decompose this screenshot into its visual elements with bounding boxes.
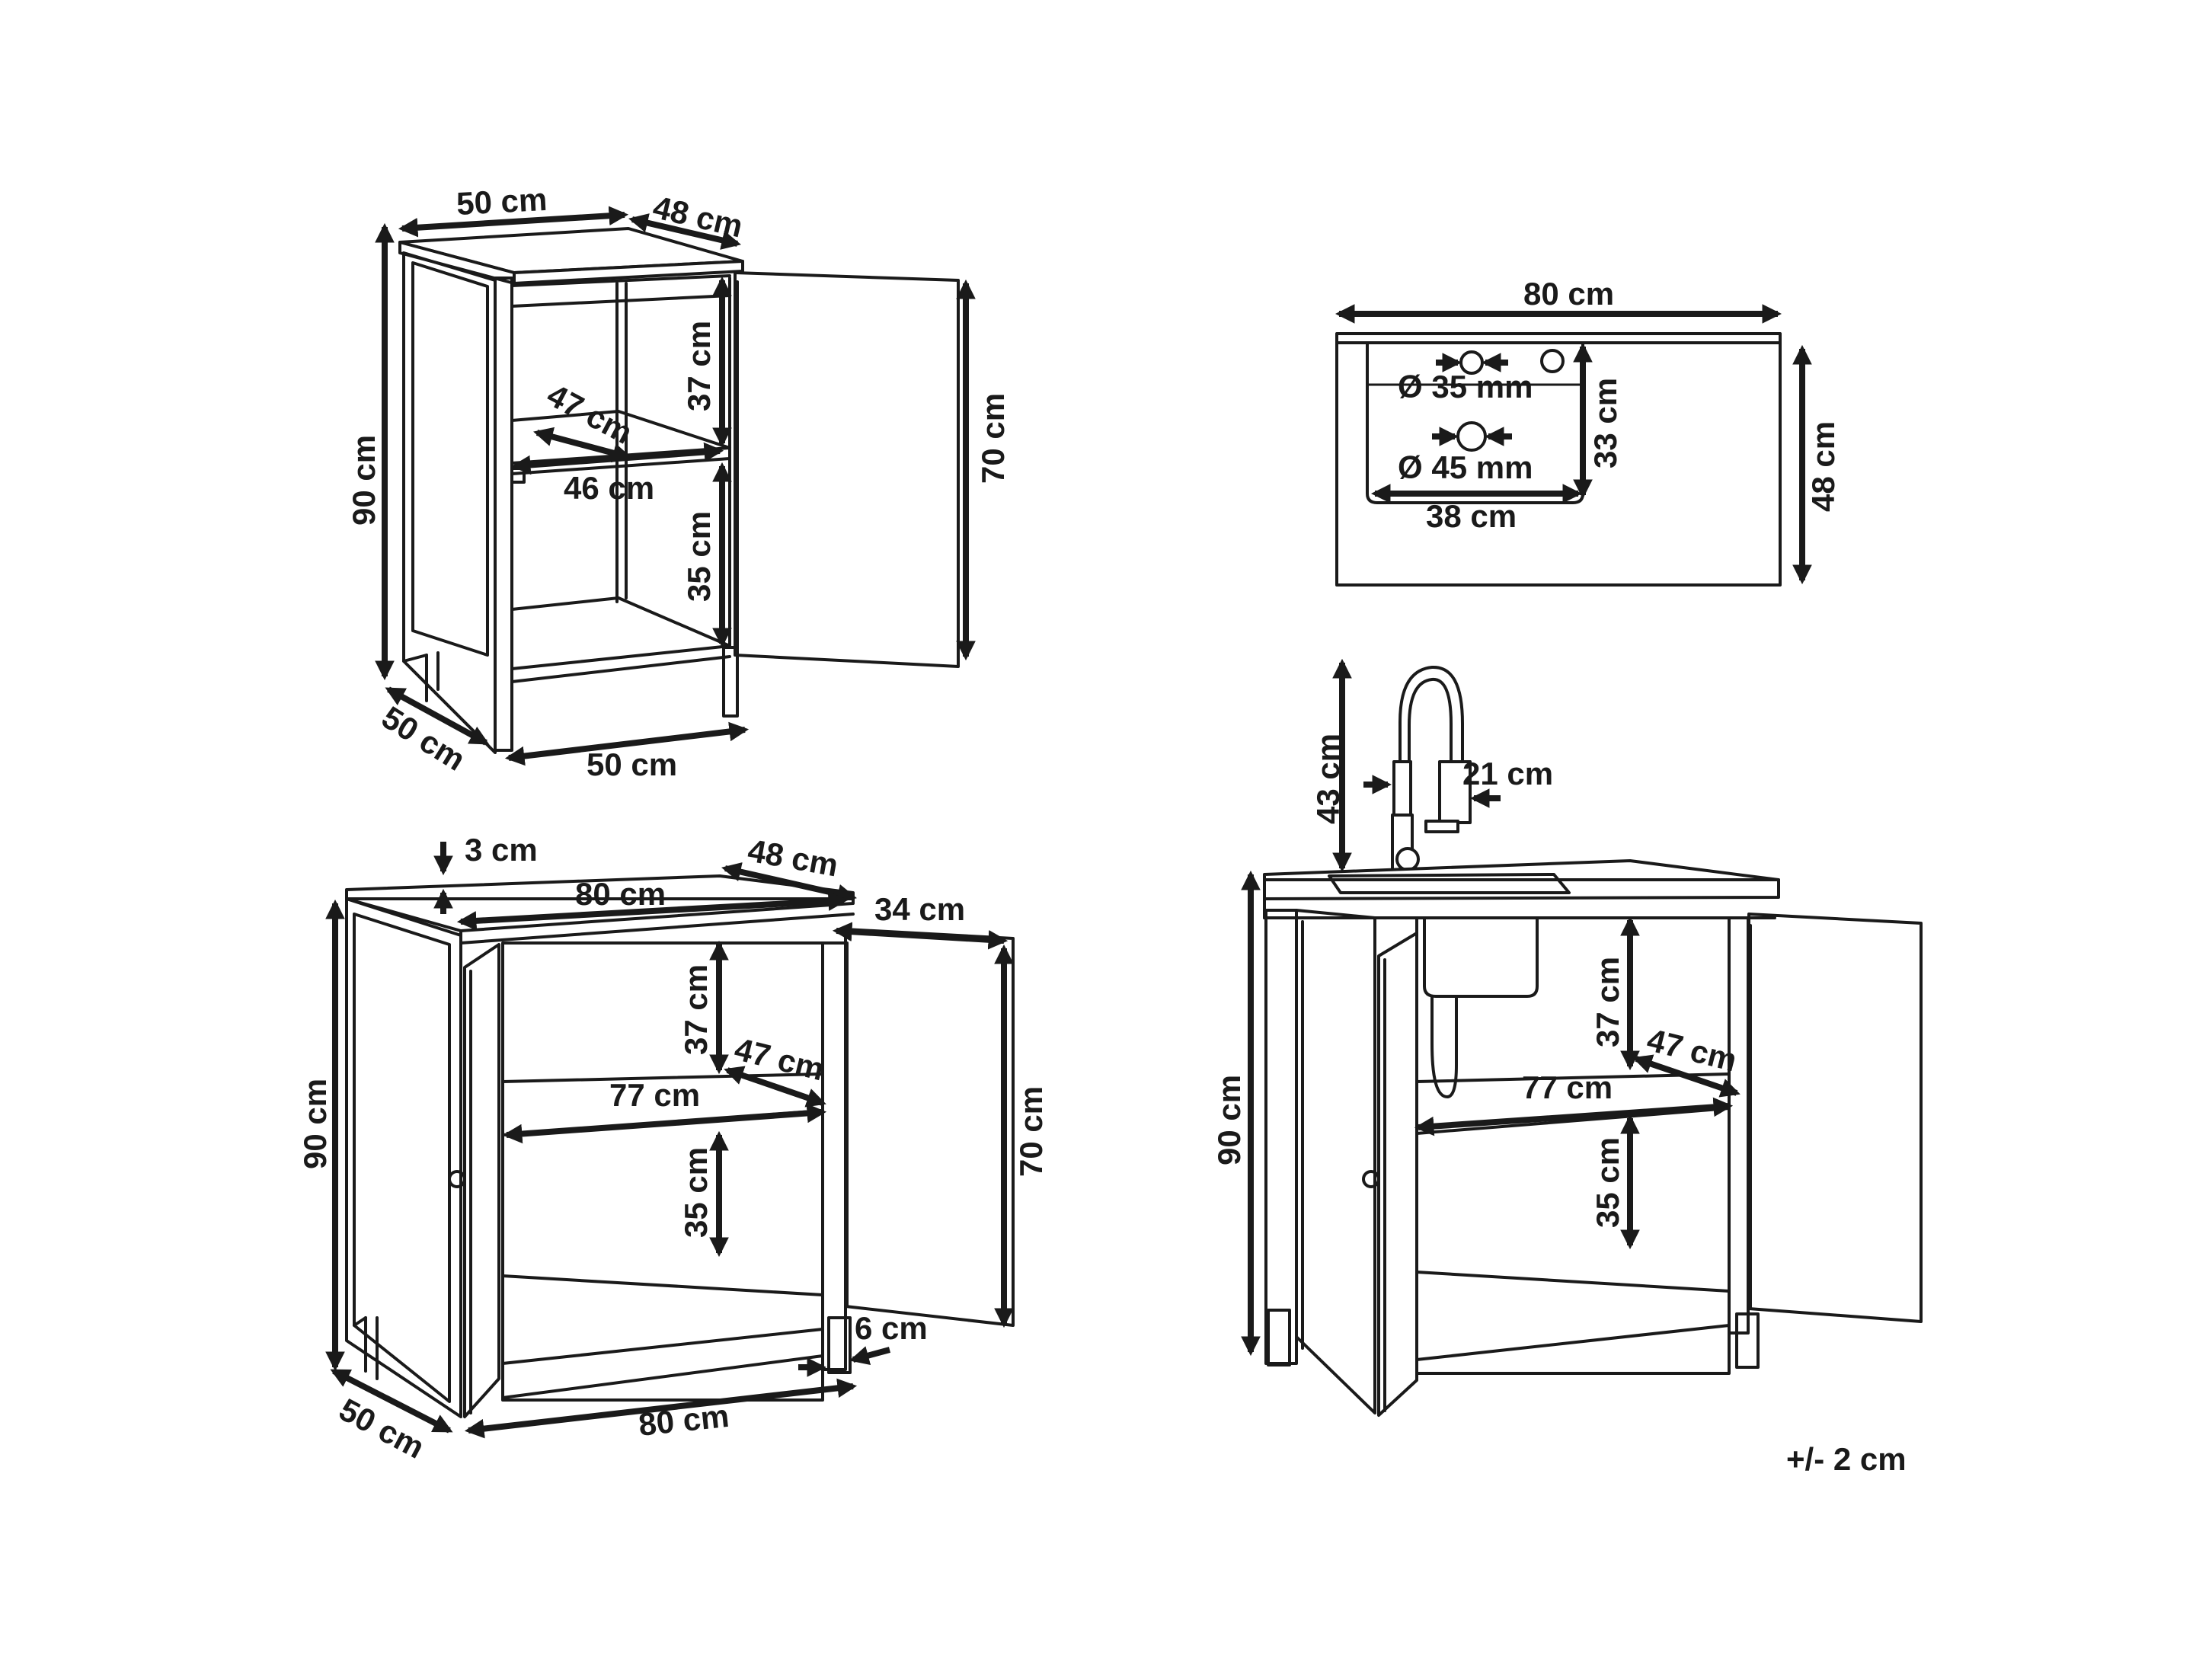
sink-shelf-depth-label: 47 cm — [1644, 1021, 1741, 1078]
tap-height-label: 43 cm — [1310, 734, 1346, 824]
sink-cabinet-height-label: 90 cm — [1211, 1075, 1247, 1165]
wide-lower-shelf-label: 35 cm — [678, 1147, 714, 1238]
narrow-upper-shelf-label: 37 cm — [681, 321, 717, 411]
wide-shelf-width-label: 77 cm — [609, 1077, 700, 1113]
narrow-height-label: 90 cm — [346, 435, 382, 526]
narrow-shelf-width-label: 46 cm — [564, 470, 654, 506]
wide-base-width-label: 80 cm — [637, 1398, 730, 1443]
basin-width-label: 38 cm — [1426, 498, 1517, 534]
sink-upper-shelf-label: 37 cm — [1590, 957, 1625, 1047]
narrow-lower-shelf-label: 35 cm — [681, 511, 717, 602]
sink-top-depth-label: 48 cm — [1805, 421, 1841, 512]
tap-reach-label: 21 cm — [1462, 756, 1553, 791]
narrow-top-width-label: 50 cm — [456, 181, 548, 222]
wide-top-width-label: 80 cm — [575, 876, 666, 912]
wide-cabinet-drawing — [325, 842, 1015, 1439]
sink-cabinet-labels: 43 cm 21 cm 90 cm 37 cm 47 cm 77 cm 35 c… — [1211, 734, 1741, 1228]
narrow-door-height-label: 70 cm — [975, 393, 1011, 484]
wide-leg-width-label: 6 cm — [855, 1310, 928, 1346]
wide-door-width-label: 34 cm — [874, 891, 965, 927]
sink-top-labels: 80 cm Ø 35 mm Ø 45 mm 33 cm 38 cm 48 cm — [1398, 276, 1841, 534]
wide-height-label: 90 cm — [297, 1079, 333, 1169]
wide-door-height-label: 70 cm — [1013, 1086, 1049, 1177]
sink-lower-shelf-label: 35 cm — [1590, 1137, 1625, 1228]
wide-top-thickness-label: 3 cm — [465, 832, 538, 868]
basin-depth-label: 33 cm — [1587, 378, 1623, 468]
tolerance-note: +/- 2 cm — [1786, 1441, 1907, 1477]
narrow-cabinet-drawing — [375, 206, 976, 766]
wide-upper-shelf-label: 37 cm — [678, 964, 714, 1055]
narrow-cabinet-labels: 50 cm 48 cm 90 cm 37 cm 35 cm 47 cm 46 c… — [346, 181, 1011, 782]
sink-top-width-label: 80 cm — [1523, 276, 1614, 312]
drain-hole-label: Ø 45 mm — [1398, 449, 1533, 485]
sink-cabinet-drawing — [1241, 658, 1923, 1417]
wide-base-depth-label: 50 cm — [334, 1391, 430, 1465]
sink-top-plan-drawing — [1335, 304, 1812, 587]
tap-hole-label: Ø 35 mm — [1398, 369, 1533, 404]
sink-shelf-width-label: 77 cm — [1522, 1069, 1613, 1105]
narrow-base-width-label: 50 cm — [587, 746, 677, 782]
wide-cabinet-labels: 3 cm 48 cm 80 cm 34 cm 90 cm 37 cm 47 cm… — [297, 832, 1049, 1466]
